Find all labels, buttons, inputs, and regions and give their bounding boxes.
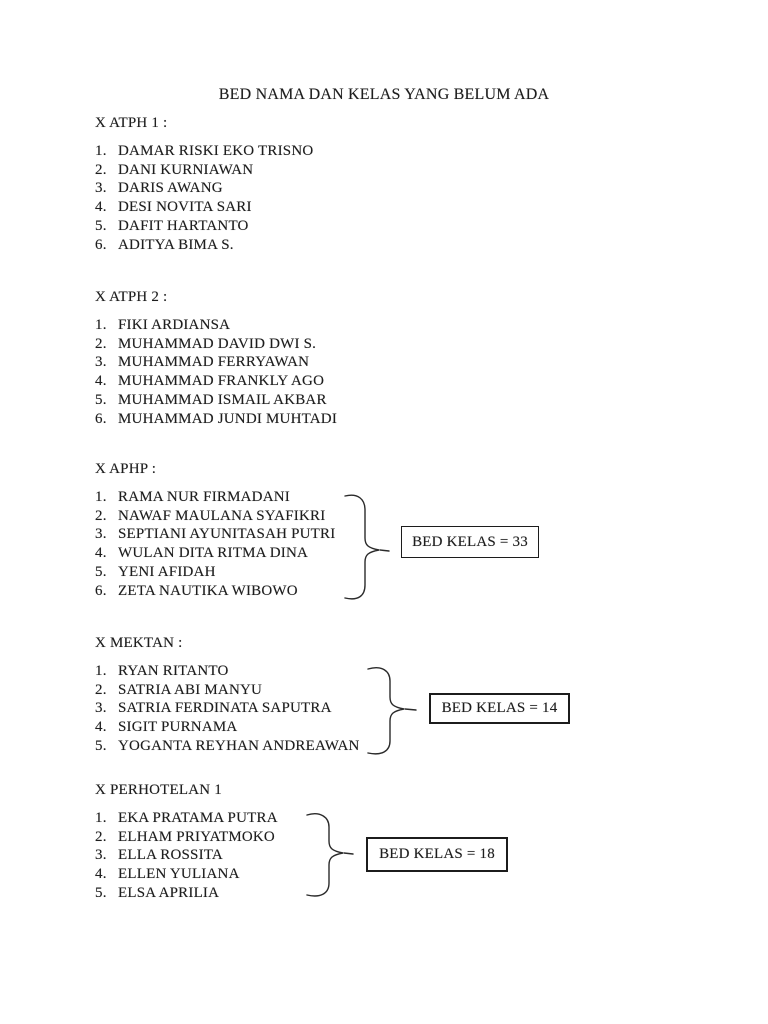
bed-kelas-box: BED KELAS = 33 xyxy=(401,526,539,558)
section-x-aphp: X APHP : RAMA NUR FIRMADANI NAWAF MAULANA… xyxy=(95,461,655,600)
bed-kelas-label: BED KELAS = 33 xyxy=(412,533,528,550)
bed-kelas-box: BED KELAS = 18 xyxy=(366,837,508,872)
student-list-item: MUHAMMAD JUNDI MUHTADI xyxy=(118,410,338,427)
section-x-atph-2: X ATPH 2 : FIKI ARDIANSA MUHAMMAD DAVID D… xyxy=(95,289,655,428)
student-list-item: MUHAMMAD FERRYAWAN xyxy=(118,354,310,371)
student-list-item: YENI AFIDAH xyxy=(118,563,216,580)
student-list-item: EKA PRATAMA PUTRA xyxy=(118,810,278,826)
bed-kelas-box: BED KELAS = 14 xyxy=(429,693,570,724)
student-list-item: SIGIT PURNAMA xyxy=(118,719,238,736)
student-list: RYAN RITANTO SATRIA ABI MANYU SATRIA FERDI… xyxy=(95,662,655,756)
student-list-item: RYAN RITANTO xyxy=(118,663,229,679)
student-list-item: SATRIA ABI MANYU xyxy=(118,681,263,698)
section-heading: X ATPH 2 : xyxy=(95,289,168,305)
curly-brace-icon xyxy=(306,813,354,897)
student-list-item: WULAN DITA RITMA DINA xyxy=(118,545,309,562)
student-list-item: FIKI ARDIANSA xyxy=(118,317,231,333)
curly-brace-icon xyxy=(344,494,390,600)
student-list: EKA PRATAMA PUTRA ELHAM PRIYATMOKO ELLA RO… xyxy=(95,809,655,903)
student-list-item: SATRIA FERDINATA SAPUTRA xyxy=(118,700,332,717)
student-list-item: DAMAR RISKI EKO TRISNO xyxy=(118,143,314,159)
section-heading: X ATPH 1 : xyxy=(95,115,168,131)
section-x-perhotelan-1: X PERHOTELAN 1 EKA PRATAMA PUTRA ELHAM PR… xyxy=(95,782,655,903)
student-list-item: ADITYA BIMA S. xyxy=(118,236,234,253)
student-list-item: ELLEN YULIANA xyxy=(118,866,240,883)
student-list-item: DARIS AWANG xyxy=(118,180,223,197)
document-title: BED NAMA DAN KELAS YANG BELUM ADA xyxy=(218,86,550,103)
student-list-item: MUHAMMAD DAVID DWI S. xyxy=(118,335,317,352)
student-list-item: RAMA NUR FIRMADANI xyxy=(118,489,290,505)
student-list: RAMA NUR FIRMADANI NAWAF MAULANA SYAFIKRI… xyxy=(95,488,655,600)
student-list-item: ZETA NAUTIKA WIBOWO xyxy=(118,582,298,599)
student-list-item: ELSA APRILIA xyxy=(118,884,220,901)
student-list-item: ELLA ROSSITA xyxy=(118,847,223,864)
student-list-item: SEPTIANI AYUNITASAH PUTRI xyxy=(118,526,336,543)
section-heading: X PERHOTELAN 1 xyxy=(95,782,222,798)
bed-kelas-label: BED KELAS = 18 xyxy=(379,846,495,862)
student-list-item: MUHAMMAD FRANKLY AGO xyxy=(118,373,325,390)
section-heading: X MEKTAN : xyxy=(95,635,183,651)
student-list-item: NAWAF MAULANA SYAFIKRI xyxy=(118,507,326,524)
student-list-item: MUHAMMAD ISMAIL AKBAR xyxy=(118,391,327,408)
curly-brace-icon xyxy=(367,667,417,755)
section-x-atph-1: X ATPH 1 : DAMAR RISKI EKO TRISNO DANI KU… xyxy=(95,115,655,254)
section-heading: X APHP : xyxy=(95,461,157,477)
student-list-item: YOGANTA REYHAN ANDREAWAN xyxy=(118,737,360,754)
student-list-item: ELHAM PRIYATMOKO xyxy=(118,828,275,845)
student-list-item: DAFIT HARTANTO xyxy=(118,217,249,234)
student-list-item: DESI NOVITA SARI xyxy=(118,199,252,216)
section-x-mektan: X MEKTAN : RYAN RITANTO SATRIA ABI MANYU S… xyxy=(95,635,655,756)
student-list: DAMAR RISKI EKO TRISNO DANI KURNIAWAN DARI… xyxy=(95,142,655,254)
bed-kelas-label: BED KELAS = 14 xyxy=(441,700,558,716)
student-list: FIKI ARDIANSA MUHAMMAD DAVID DWI S. MUHAMM… xyxy=(95,316,655,428)
student-list-item: DANI KURNIAWAN xyxy=(118,161,254,178)
